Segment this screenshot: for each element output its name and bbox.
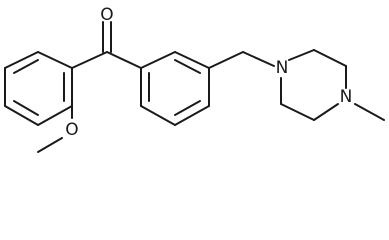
bond	[37, 51, 73, 69]
methylene-linker	[208, 51, 275, 69]
bond	[313, 103, 339, 121]
bond	[208, 51, 244, 69]
double-bond-inner	[174, 100, 201, 116]
right-benzene-ring	[140, 51, 210, 126]
bond	[37, 105, 73, 126]
bond	[288, 49, 315, 61]
bond	[174, 105, 210, 126]
carbonyl-group	[71, 21, 142, 69]
bond	[313, 49, 347, 67]
chemical-structure-diagram: O O N N	[4, 5, 385, 153]
bond	[4, 105, 39, 126]
bond	[106, 51, 142, 69]
piperazine-n1-label: N	[276, 58, 289, 78]
left-benzene-ring	[4, 51, 73, 126]
double-bond-inner	[13, 59, 39, 74]
carbonyl-oxygen-label: O	[100, 5, 113, 25]
bond	[37, 137, 63, 153]
double-bond-inner	[13, 100, 39, 116]
piperazine-n4-label: N	[340, 87, 353, 107]
bond	[242, 51, 275, 67]
bond	[140, 51, 176, 69]
bond	[174, 51, 210, 69]
methoxy-group	[37, 105, 73, 153]
bond	[140, 105, 176, 126]
bond	[71, 51, 108, 69]
piperazine-ring	[280, 49, 347, 121]
double-bond-inner	[174, 59, 201, 74]
n-methyl-bond	[354, 103, 385, 121]
methoxy-oxygen-label: O	[65, 120, 78, 140]
bond	[280, 103, 315, 121]
bond	[4, 51, 39, 69]
